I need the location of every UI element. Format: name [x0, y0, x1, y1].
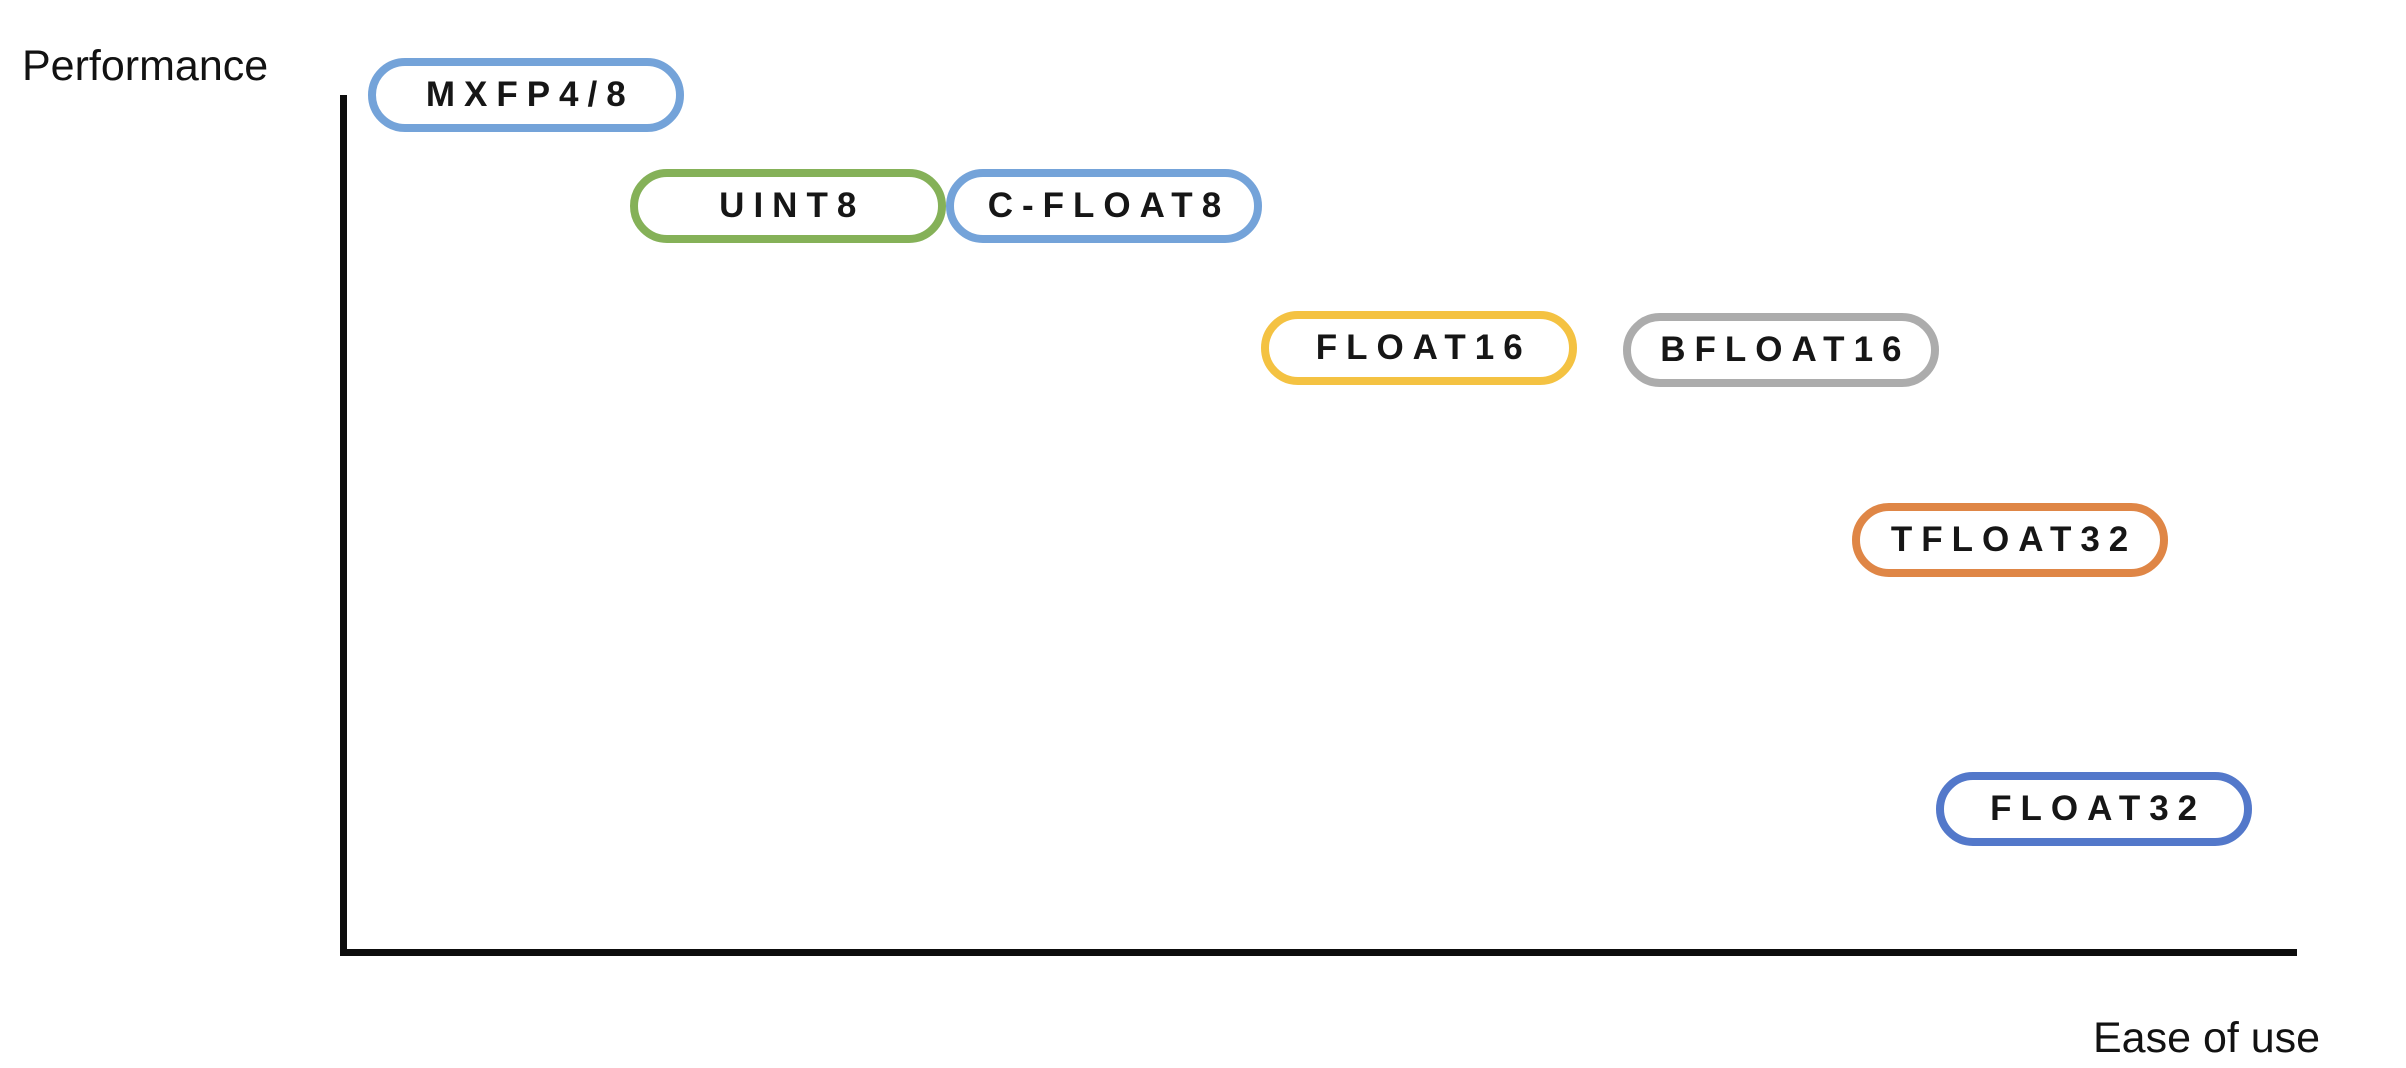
datatype-pill-bfloat16: BFLOAT16: [1622, 312, 1939, 387]
datatype-pill-c-float8: C-FLOAT8: [946, 168, 1263, 243]
x-axis-line: [340, 949, 2297, 956]
y-axis-label: Performance: [22, 42, 269, 90]
x-axis-label: Ease of use: [2093, 1014, 2321, 1062]
datatype-pill-float32: FLOAT32: [1935, 771, 2252, 846]
datatype-pill-mxfp4-8: MXFP4/8: [367, 58, 684, 132]
y-axis-line: [340, 95, 347, 956]
datatype-pill-tfloat32: TFLOAT32: [1851, 503, 2168, 578]
datatype-pill-float16: FLOAT16: [1261, 311, 1578, 386]
datatype-pill-uint8: UINT8: [629, 168, 946, 243]
